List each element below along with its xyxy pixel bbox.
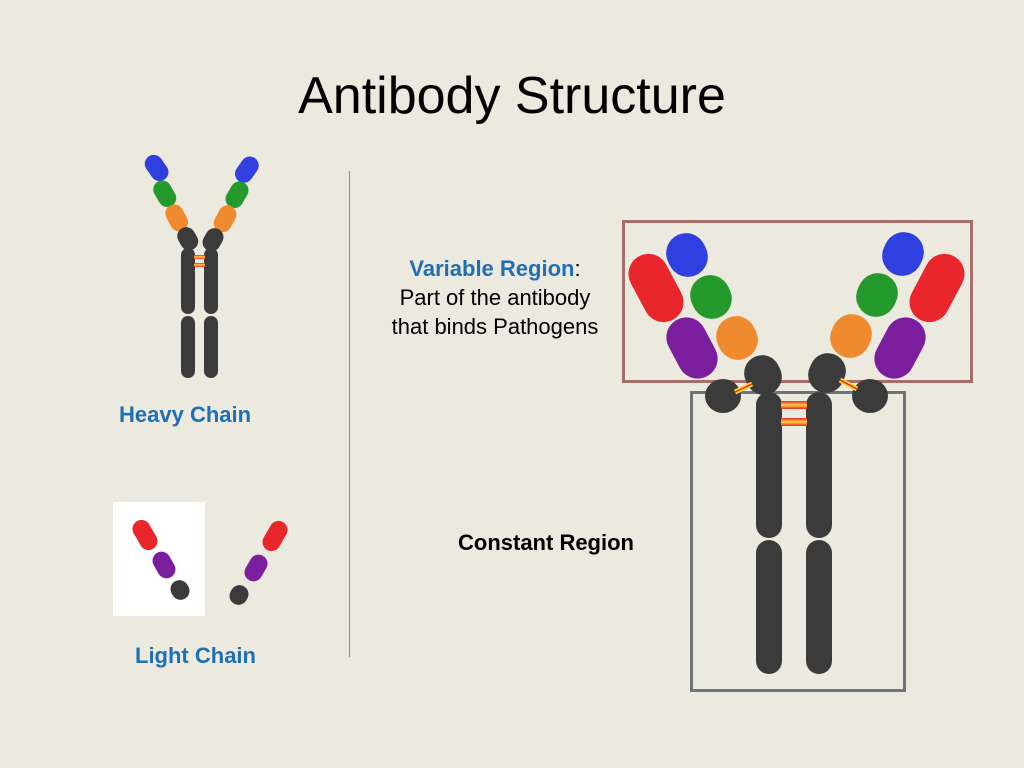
antibody-right-heavy-green xyxy=(856,273,898,317)
antibody-hinge-bond-2 xyxy=(781,418,807,426)
antibody-right-heavy-orange xyxy=(830,314,872,358)
heavy-left-segment-green xyxy=(153,180,177,208)
light-chain-label: Light Chain xyxy=(135,643,256,668)
antibody-right-interchain-bond-edge xyxy=(839,379,858,390)
heavy-right-segment-orange xyxy=(213,205,237,233)
vertical-divider xyxy=(349,171,350,657)
antibody-right-hinge xyxy=(808,353,846,393)
light1-segment-dark xyxy=(170,580,190,600)
full-antibody-illustration xyxy=(628,232,965,674)
heavy-left-segment-orange xyxy=(165,204,189,232)
variable-region-line-1: Part of the antibody xyxy=(399,285,591,310)
heavy-right-stem-upper xyxy=(204,248,218,314)
heavy-chain-illustration xyxy=(144,154,259,378)
heavy-right-variable-blue xyxy=(234,156,259,183)
antibody-left-heavy-orange xyxy=(716,316,758,360)
light2-segment-red xyxy=(262,520,288,552)
antibody-right-light-variable-red xyxy=(909,253,965,323)
light-chain-illustration-1 xyxy=(132,519,190,600)
antibody-left-light-constant-purple xyxy=(666,317,718,379)
heavy-right-segment-green xyxy=(225,181,249,209)
heavy-right-stem-lower xyxy=(204,316,218,378)
heavy-left-stem-upper xyxy=(181,248,195,314)
slide-title: Antibody Structure xyxy=(298,67,726,125)
variable-region-description: Variable Region: Part of the antibody th… xyxy=(360,254,630,341)
antibody-left-light-dark xyxy=(705,379,741,413)
variable-region-line-2: that binds Pathogens xyxy=(391,314,599,339)
heavy-chain-label: Heavy Chain xyxy=(119,402,252,427)
variable-region-title: Variable Region xyxy=(409,256,575,281)
antibody-right-stem-lower xyxy=(806,540,832,674)
heavy-disulfide-bond-2 xyxy=(194,263,205,267)
light2-segment-dark xyxy=(229,585,249,605)
heavy-left-stem-lower xyxy=(181,316,195,378)
antibody-hinge-bond-1 xyxy=(781,401,807,409)
light-chain-illustration-2 xyxy=(229,520,288,605)
antibody-right-light-dark xyxy=(852,379,888,413)
heavy-right-hinge xyxy=(202,228,224,252)
constant-region-label: Constant Region xyxy=(458,530,634,555)
variable-region-colon: : xyxy=(574,256,581,281)
antibody-right-light-constant-purple xyxy=(874,317,926,379)
light2-segment-purple xyxy=(244,554,268,582)
heavy-left-hinge xyxy=(177,227,199,251)
light1-segment-purple xyxy=(152,551,176,579)
variable-region-box xyxy=(622,220,973,383)
antibody-left-heavy-blue xyxy=(666,233,708,277)
antibody-left-stem-lower xyxy=(756,540,782,674)
antibody-left-stem-upper xyxy=(756,392,782,538)
heavy-disulfide-bond-1 xyxy=(194,255,205,259)
light1-segment-red xyxy=(132,519,158,551)
heavy-left-variable-blue xyxy=(144,154,169,182)
antibody-right-heavy-blue xyxy=(882,232,924,276)
antibody-left-hinge xyxy=(744,355,782,395)
antibody-left-light-variable-red xyxy=(628,253,684,323)
antibody-left-heavy-green xyxy=(690,275,732,319)
antibody-right-stem-upper xyxy=(806,392,832,538)
constant-region-box xyxy=(690,391,906,692)
antibody-left-interchain-bond-edge xyxy=(734,383,753,393)
